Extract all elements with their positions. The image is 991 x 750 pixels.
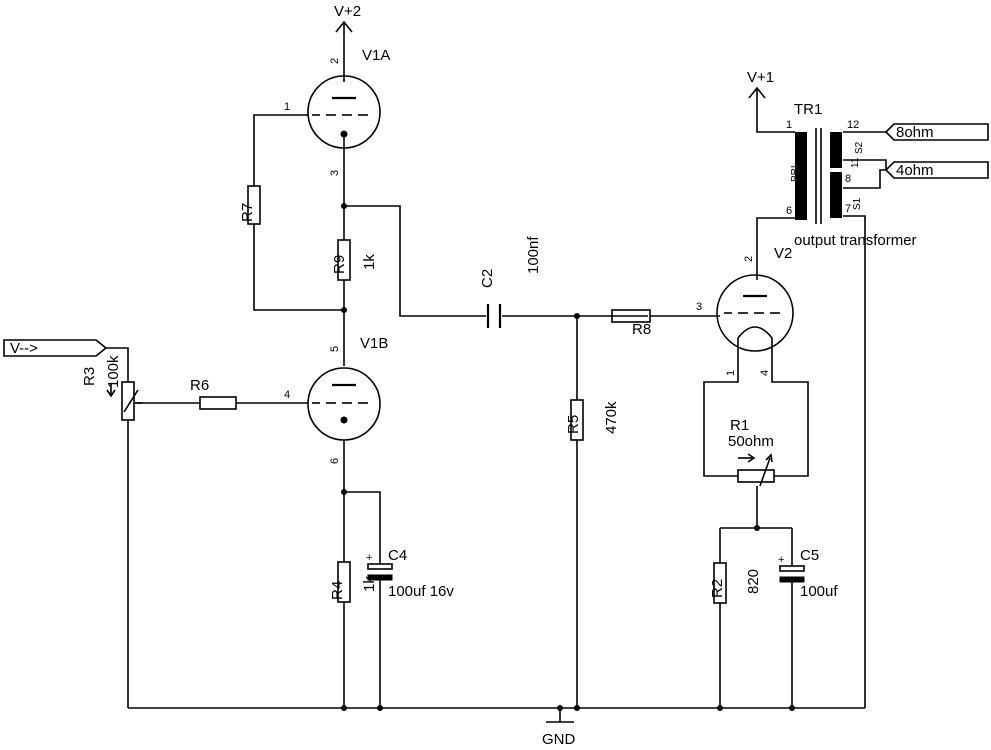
r9-label: R9	[331, 255, 348, 274]
r8-label: R8	[632, 321, 651, 338]
cap-c5-plate-b	[779, 576, 805, 583]
cap-c4-plate-b	[367, 574, 393, 581]
tr1-primary-label: PRI	[790, 165, 801, 182]
output-flag-8ohm	[884, 123, 989, 141]
tr1-sec2-label: S2	[854, 141, 865, 154]
c2-value: 100nf	[525, 236, 542, 274]
resistors	[106, 185, 775, 604]
r2-value: 820	[745, 569, 762, 594]
v2-pin-h2: 4	[759, 370, 771, 376]
r9-value: 1k	[361, 254, 378, 270]
c5-value: 100uf	[800, 583, 838, 600]
c5-label: C5	[800, 547, 819, 564]
io-flags	[3, 123, 989, 357]
r3-value: 100k	[105, 355, 122, 388]
resistor-r6	[199, 396, 237, 410]
tr1-pin-6: 6	[786, 205, 792, 217]
tube-v1b-label: V1B	[360, 335, 388, 352]
tube-v2	[716, 274, 794, 352]
junctions	[341, 203, 795, 711]
gnd-label: GND	[542, 731, 576, 748]
r6-label: R6	[190, 377, 209, 394]
tube-v1a	[307, 75, 381, 149]
r5-label: R5	[565, 415, 582, 434]
v1a-pin-grid: 1	[284, 101, 290, 113]
tr1-sec1-label: S1	[852, 197, 863, 210]
r1-label: R1	[730, 417, 749, 434]
wires	[106, 20, 887, 723]
labels: V+2 V+1 GND V--> V1A 2 1 3 V1B 5 4 6 V2 …	[10, 3, 934, 748]
v1b-pin-grid: 4	[284, 389, 290, 401]
r4-value: 1k	[361, 576, 378, 592]
resistor-r2	[713, 562, 727, 604]
r4-label: R4	[329, 581, 346, 600]
v1a-pin-cathode: 3	[329, 170, 341, 176]
capacitors	[367, 304, 805, 583]
c2-label: C2	[479, 269, 496, 288]
cap-c5-plate-a	[779, 565, 805, 572]
c4-label: C4	[388, 547, 407, 564]
resistor-r3	[121, 381, 135, 421]
r2-label: R2	[709, 579, 726, 598]
resistor-r5	[570, 399, 584, 441]
resistor-r4	[337, 561, 351, 603]
v2-pin-grid: 3	[696, 301, 702, 313]
r5-value: 470k	[603, 401, 620, 434]
r7-label: R7	[239, 203, 256, 222]
v1a-pin-plate: 2	[329, 58, 341, 64]
tr1-pin-8: 8	[845, 173, 851, 185]
c5-polarity: +	[778, 554, 784, 566]
input-flag	[3, 339, 108, 357]
supply-v1-label: V+1	[747, 69, 774, 86]
output-8ohm-label: 8ohm	[896, 124, 934, 141]
tube-v1a-label: V1A	[362, 47, 390, 64]
resistor-r7	[247, 185, 261, 225]
output-flag-4ohm	[884, 161, 989, 179]
tr1-description: output transformer	[794, 232, 917, 249]
tr1-pin-1: 1	[786, 119, 792, 131]
transformer-tr1	[795, 128, 842, 224]
input-label: V-->	[10, 340, 38, 357]
r1-value: 50ohm	[728, 433, 774, 450]
tr1-pin-12: 12	[847, 119, 859, 131]
c4-value: 100uf 16v	[388, 583, 454, 600]
output-4ohm-label: 4ohm	[896, 162, 934, 179]
supply-v2-label: V+2	[334, 3, 361, 20]
v2-pin-h1: 1	[725, 370, 737, 376]
v1b-pin-cathode: 6	[329, 458, 341, 464]
resistor-r9	[337, 239, 351, 281]
tr1-pin-11: 11	[850, 157, 861, 168]
tube-v2-label: V2	[774, 245, 792, 262]
r3-label: R3	[81, 367, 98, 386]
v2-pin-plate: 2	[743, 256, 755, 262]
c4-polarity: +	[366, 552, 372, 564]
v1b-pin-plate: 5	[329, 346, 341, 352]
tube-v1b	[307, 367, 381, 441]
resistor-r8	[611, 309, 651, 323]
tr1-pin-7: 7	[845, 203, 851, 215]
cap-c4-plate-a	[367, 563, 393, 570]
tr1-label: TR1	[794, 101, 822, 118]
resistor-r1	[737, 469, 775, 483]
